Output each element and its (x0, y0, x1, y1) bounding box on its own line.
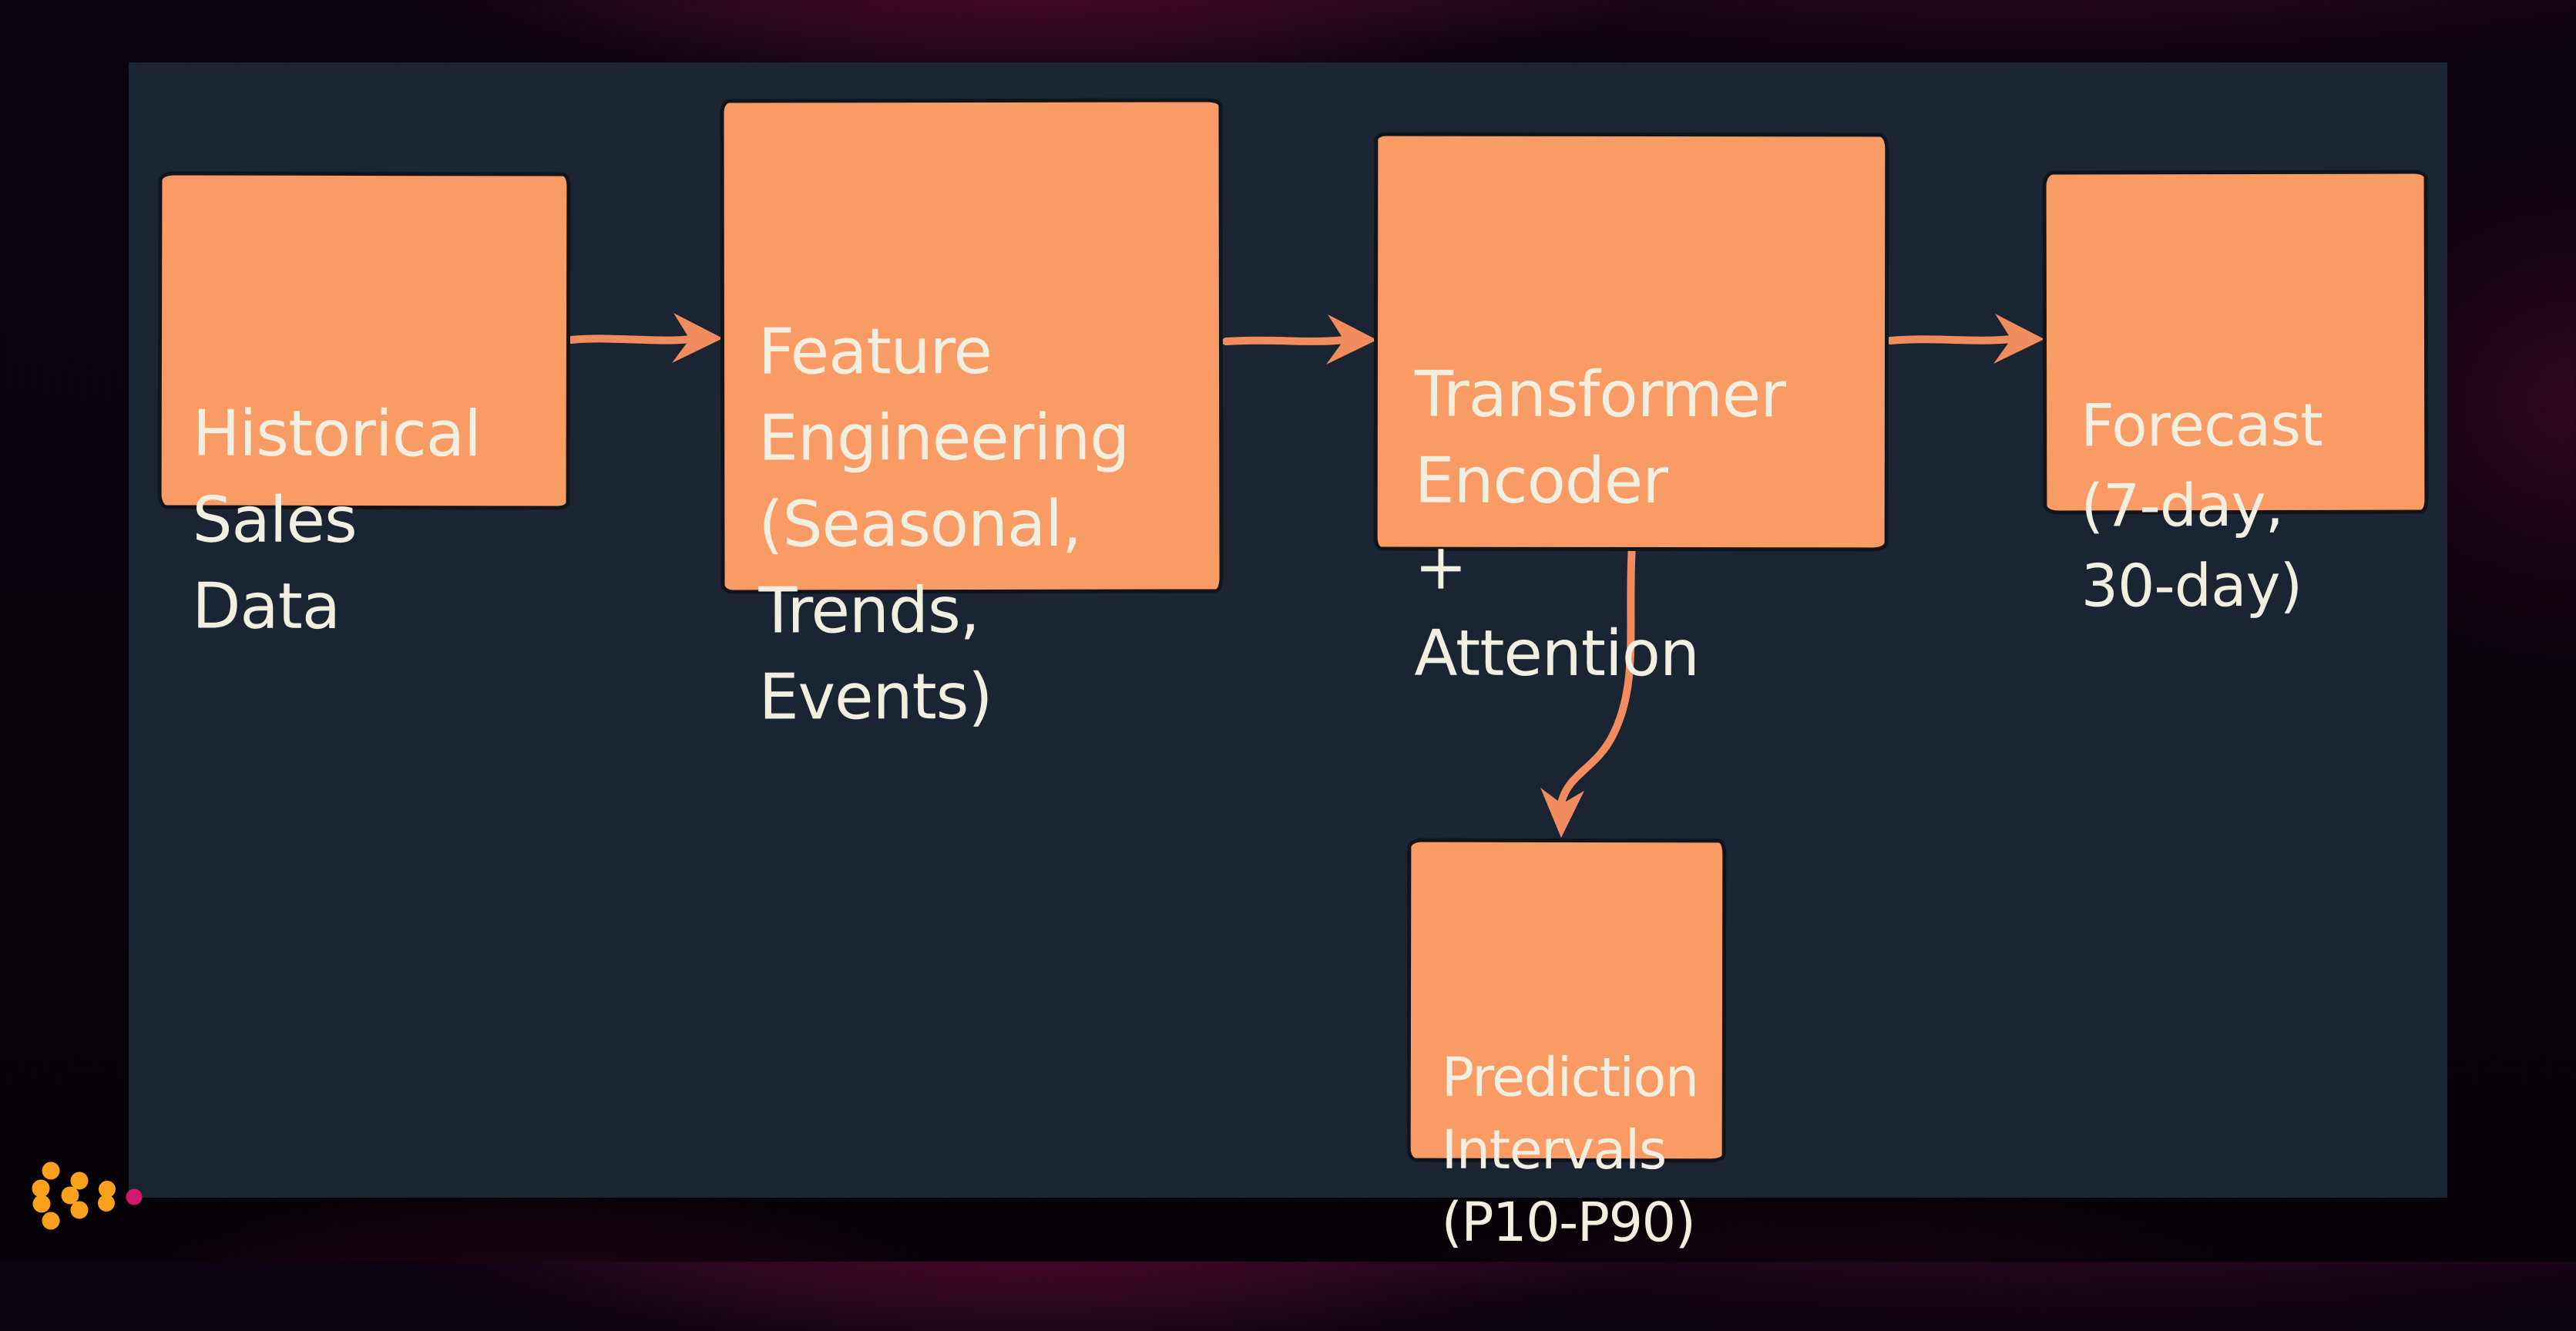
logo-dot (99, 1181, 116, 1198)
node-feature-engineering: Feature Engineering (Seasonal, Trends, E… (720, 98, 1224, 734)
logo-dot (42, 1161, 60, 1180)
node-label: Transformer Encoder + Attention (1414, 358, 1786, 691)
logo-dot (98, 1195, 115, 1212)
logo-dot (70, 1201, 89, 1219)
node-label: Historical Sales Data (192, 397, 481, 644)
logo-dot (32, 1179, 50, 1198)
logo-dot (61, 1186, 79, 1205)
logo-dot (70, 1171, 89, 1190)
node-historical-sales-data: Historical Sales Data (157, 171, 571, 644)
logo-dot (42, 1212, 60, 1230)
logo-dot-pink (126, 1188, 143, 1205)
dots-logo (32, 1161, 143, 1230)
logo-dot (32, 1195, 51, 1213)
node-label: Prediction Intervals (P10-P90) (1441, 1045, 1698, 1255)
node-prediction-intervals: Prediction Intervals (P10-P90) (1406, 838, 1727, 1254)
node-label: Feature Engineering (Seasonal, Trends, E… (757, 314, 1130, 734)
node-forecast: Forecast (7-day, 30-day) (2042, 170, 2429, 620)
node-transformer-encoder: Transformer Encoder + Attention (1373, 132, 1889, 691)
node-label: Forecast (7-day, 30-day) (2081, 390, 2322, 620)
